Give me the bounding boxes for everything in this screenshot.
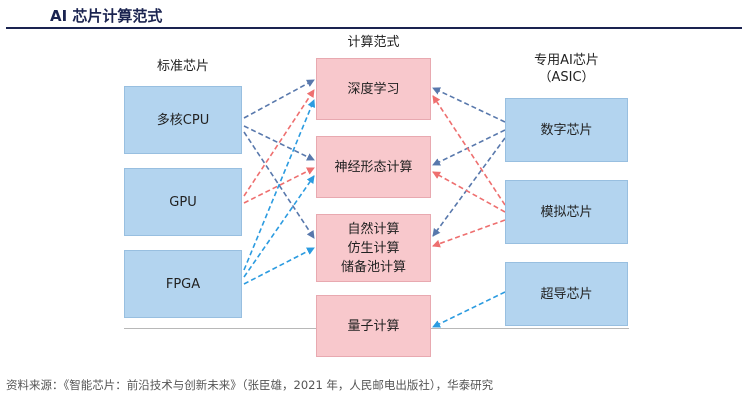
arrow-fpga-to-neuro	[243, 175, 315, 278]
box-quantum-computing: 量子计算	[316, 295, 431, 357]
box-deep-learning-line: 深度学习	[347, 81, 400, 97]
box-analog-chip-label: 模拟芯片	[540, 204, 593, 220]
arrow-cpu-to-natural	[243, 131, 315, 239]
box-quantum-computing-line: 量子计算	[347, 318, 400, 334]
arrow-cpu-to-dl	[243, 79, 315, 119]
arrow-digital-to-dl	[432, 87, 506, 123]
arrow-gpu-to-dl	[243, 89, 315, 197]
arrow-fpga-to-dl	[243, 99, 316, 271]
arrow-digital-to-natural	[432, 137, 506, 237]
arrow-cpu-to-neuro	[243, 125, 315, 161]
box-analog-chip: 模拟芯片	[505, 180, 628, 244]
column-label-computing-paradigms: 计算范式	[347, 35, 400, 50]
arrow-analog-to-dl	[432, 95, 506, 206]
box-deep-learning: 深度学习	[316, 58, 431, 120]
box-fpga: FPGA	[124, 250, 242, 318]
arrow-super-to-quantum	[432, 291, 506, 328]
arrow-digital-to-neuro	[432, 129, 506, 166]
box-superconducting-chip-label: 超导芯片	[540, 286, 593, 302]
box-superconducting-chip: 超导芯片	[505, 262, 628, 326]
box-multicore-cpu: 多核CPU	[124, 86, 242, 154]
column-label-standard-chips: 标准芯片	[156, 59, 209, 74]
box-neuromorphic: 神经形态计算	[316, 136, 431, 198]
arrow-analog-to-neuro	[432, 171, 506, 213]
box-neuromorphic-line: 神经形态计算	[334, 159, 413, 175]
title-divider	[6, 27, 742, 29]
box-digital-chip-label: 数字芯片	[540, 122, 593, 138]
page-title: AI 芯片计算范式	[50, 7, 163, 25]
arrow-fpga-to-natural	[243, 247, 315, 285]
box-natural-computing-line-3: 储备池计算	[340, 259, 406, 275]
arrow-analog-to-natural	[432, 219, 506, 248]
source-note: 资料来源：《智能芯片：前沿技术与创新未来》（张臣雄，2021 年，人民邮电出版社…	[6, 378, 494, 392]
box-multicore-cpu-label: 多核CPU	[156, 112, 210, 128]
box-natural-computing-line-1: 自然计算	[347, 221, 400, 237]
box-natural-computing-line-2: 仿生计算	[347, 240, 400, 256]
box-gpu: GPU	[124, 168, 242, 236]
box-gpu-label: GPU	[169, 194, 197, 210]
column-label-asic-chips: 专用AI芯片 （ASIC）	[534, 53, 599, 85]
box-digital-chip: 数字芯片	[505, 98, 628, 162]
arrow-gpu-to-neuro	[243, 167, 315, 204]
box-fpga-label: FPGA	[165, 276, 201, 292]
box-natural-computing: 自然计算 仿生计算 储备池计算	[316, 214, 431, 282]
